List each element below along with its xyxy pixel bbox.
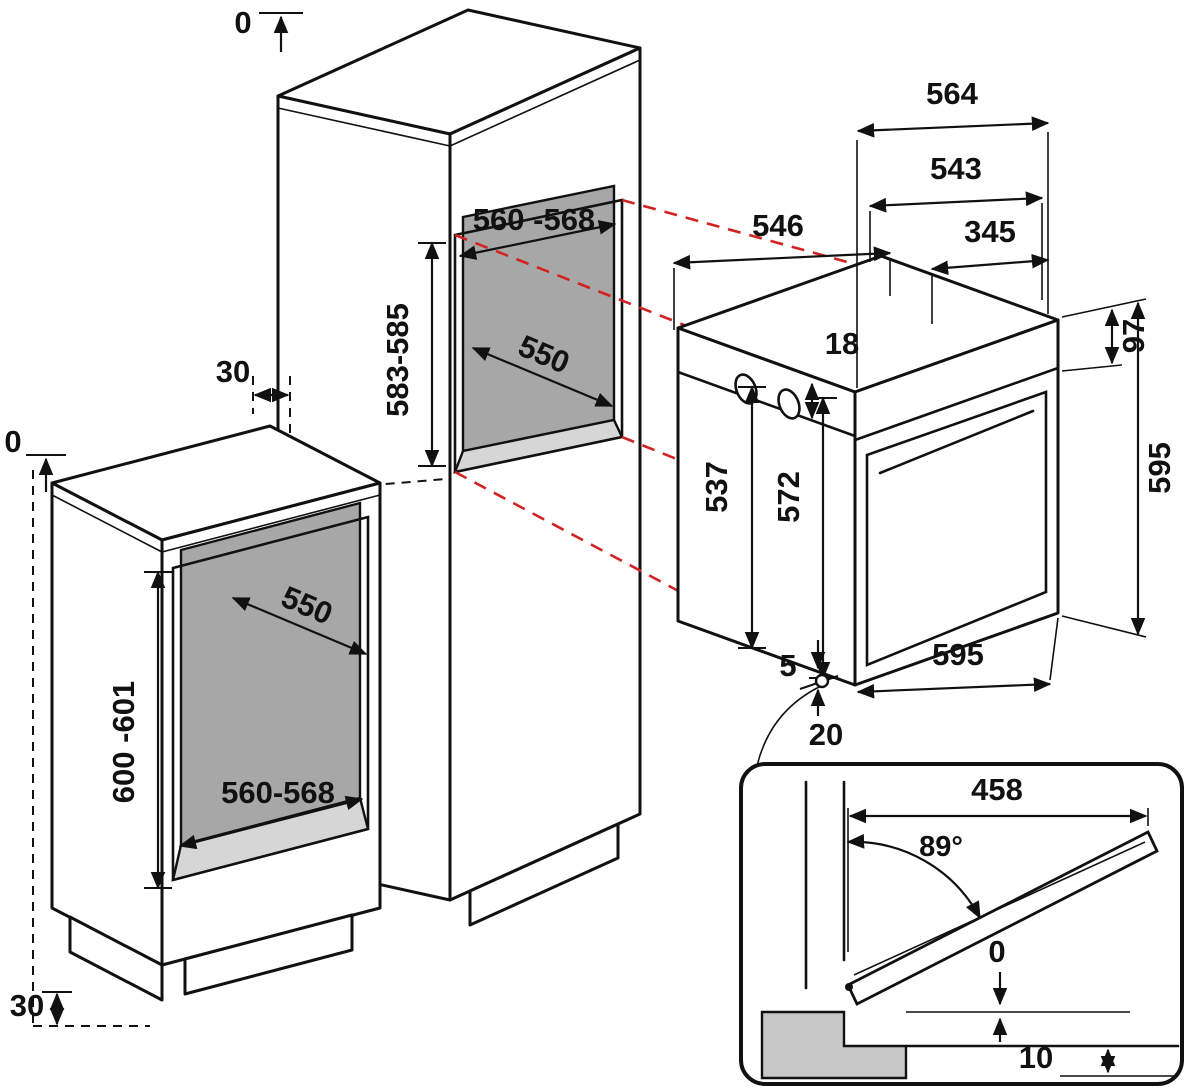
oven bbox=[676, 254, 1060, 687]
open-door bbox=[846, 830, 1159, 1006]
dim-line-niche-depth bbox=[471, 346, 614, 408]
dim-oven-height-total: 595 bbox=[1142, 442, 1177, 494]
dim-oven-depth-body: 543 bbox=[930, 151, 982, 186]
detail-leader-line bbox=[756, 686, 820, 767]
tall-cabinet-top-edge-line bbox=[277, 107, 451, 147]
base-cabinet-plinth-front bbox=[183, 913, 354, 996]
base-cabinet-plinth-left bbox=[68, 915, 164, 1002]
base-niche-opening bbox=[171, 515, 370, 882]
worktop-edge-line bbox=[51, 494, 163, 553]
dim-base-niche-width: 560-568 bbox=[221, 775, 335, 810]
control-panel-line-front bbox=[853, 366, 1060, 442]
dim-detail-door-reach: 458 bbox=[971, 772, 1023, 807]
door-detail: 458 89° 0 10 bbox=[739, 762, 1184, 1086]
dim-line-depth-partial bbox=[930, 253, 1050, 276]
dim-line-niche-depth bbox=[231, 596, 368, 656]
extension-line bbox=[1049, 617, 1059, 681]
detail-callout: 20 bbox=[756, 673, 843, 767]
control-knob-right bbox=[777, 388, 801, 420]
door-angle-arc bbox=[846, 834, 981, 920]
oven-door-outline bbox=[865, 390, 1048, 667]
dim-line-depth-housing bbox=[672, 246, 892, 270]
dim-oven-panel-height: 97 bbox=[1116, 319, 1151, 353]
dim-oven-depth-partial: 345 bbox=[964, 214, 1016, 249]
dim-tall-gap-top: 0 bbox=[234, 5, 251, 40]
dim-oven-height-front: 572 bbox=[771, 471, 806, 523]
dim-line-niche-width bbox=[178, 795, 364, 850]
detail-origin-marker bbox=[814, 673, 830, 689]
dim-oven-inset-top: 18 bbox=[825, 326, 859, 361]
dim-oven-height-body: 537 bbox=[699, 461, 734, 513]
dim-oven-depth-total: 564 bbox=[926, 76, 978, 111]
dim-tall-niche-height: 583-585 bbox=[380, 303, 415, 417]
tall-cabinet-plinth bbox=[468, 822, 620, 927]
dim-oven-gap-bottom: 5 bbox=[779, 648, 796, 683]
dim-base-gap-top: 0 bbox=[4, 424, 21, 459]
dim-detail-door-angle: 89° bbox=[919, 831, 963, 863]
dim-oven-depth-housing: 546 bbox=[752, 208, 804, 243]
extension-line bbox=[1061, 615, 1147, 638]
worktop-edge-line bbox=[161, 494, 381, 553]
tall-cabinet-front-face bbox=[448, 46, 642, 902]
base-cabinet bbox=[32, 424, 382, 1027]
dim-oven-offset-front: 20 bbox=[809, 717, 843, 752]
dim-line-width-total bbox=[856, 677, 1052, 699]
dim-base-gap-bottom: 30 bbox=[10, 988, 44, 1023]
dim-line-niche-width bbox=[458, 220, 617, 260]
dim-line-depth-total bbox=[856, 116, 1050, 138]
dim-tall-niche-width: 560 -568 bbox=[473, 202, 595, 237]
tall-cabinet-top-edge-line bbox=[449, 59, 641, 147]
dim-line-depth-body bbox=[868, 191, 1044, 213]
door-hinge-pivot bbox=[845, 983, 853, 991]
oven-front-face bbox=[853, 318, 1060, 687]
extension-line bbox=[1061, 298, 1147, 318]
dim-oven-width-total: 595 bbox=[932, 637, 984, 672]
dim-detail-gap-flush: 0 bbox=[988, 934, 1005, 969]
extension-line bbox=[1061, 364, 1123, 372]
dim-base-niche-height: 600 -601 bbox=[106, 681, 141, 803]
dim-tall-gap-wall: 30 bbox=[216, 354, 250, 389]
door-inner-line bbox=[853, 841, 1146, 976]
oven-door-handle bbox=[878, 409, 1035, 475]
tall-cabinet-hidden-floor-edge bbox=[289, 478, 447, 493]
dim-detail-plinth-recess: 10 bbox=[1019, 1040, 1053, 1075]
